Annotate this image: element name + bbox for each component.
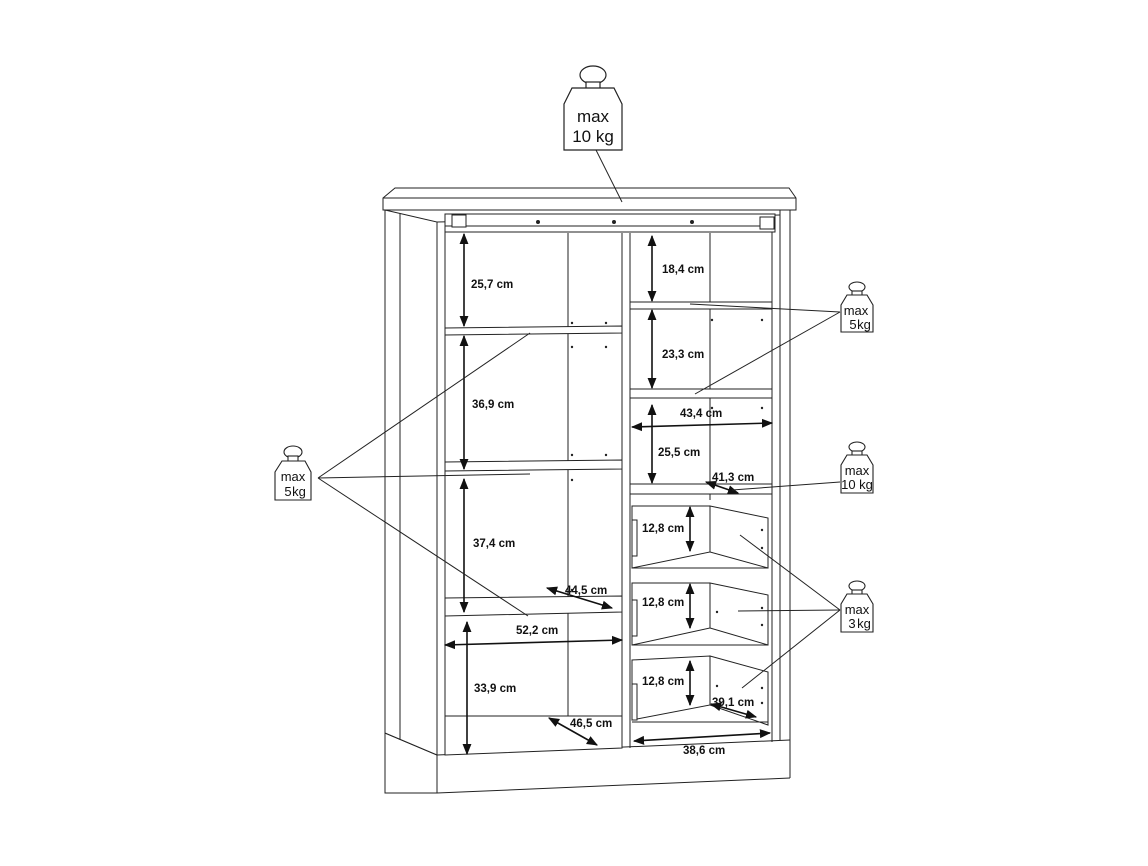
weight-middle-line1: max <box>845 463 870 478</box>
label-right-second: 23,3 cm <box>662 349 704 361</box>
weight-icon <box>274 445 312 501</box>
weight-drawers-unit: kg <box>857 616 871 631</box>
label-left-bottom-depth: 46,5 cm <box>570 718 612 730</box>
drawers <box>631 505 769 726</box>
weight-drawers: max 3 kg <box>840 580 874 633</box>
label-right-top: 18,4 cm <box>662 264 704 276</box>
weight-icon <box>563 65 623 151</box>
weight-right-unit: kg <box>857 317 871 332</box>
label-right-bottom-width: 38,6 cm <box>683 745 725 757</box>
weight-top-line2: 10 kg <box>572 127 614 146</box>
label-drawer2: 12,8 cm <box>642 597 684 609</box>
weight-icon <box>840 441 874 494</box>
left-side-panel <box>384 209 438 756</box>
label-drawer3: 12,8 cm <box>642 676 684 688</box>
arrow-drawer-depth <box>709 702 758 719</box>
arrow-left-width <box>443 635 624 650</box>
weight-top: max 10 kg <box>563 65 623 151</box>
label-right-width: 43,4 cm <box>680 408 722 420</box>
weight-middle-line2: 10 kg <box>841 477 873 492</box>
label-left-shelf3: 37,4 cm <box>473 538 515 550</box>
label-drawer-depth: 39,1 cm <box>712 697 754 709</box>
weight-icon <box>840 580 874 633</box>
label-left-shelf2: 36,9 cm <box>472 399 514 411</box>
weight-right-shelves: max 5 kg <box>840 281 874 333</box>
leader-lines <box>317 149 841 689</box>
weight-left-shelves: max 5 kg <box>274 445 312 501</box>
weight-drawers-line1: max <box>845 602 870 617</box>
label-right-depth: 41,3 cm <box>712 472 754 484</box>
label-left-shelf1: 25,7 cm <box>471 279 513 291</box>
arrow-left-depth <box>545 586 614 610</box>
arrow-right-depth <box>704 481 740 494</box>
weight-top-line1: max <box>577 107 610 126</box>
weight-right-line2: 5 <box>849 317 856 332</box>
weight-right-line1: max <box>844 303 869 318</box>
cabinet-top <box>382 187 797 211</box>
label-right-third: 25,5 cm <box>658 447 700 459</box>
arrow-left-bottom-depth <box>548 717 598 746</box>
dimension-arrows <box>443 232 774 756</box>
weight-left-line1: max <box>281 469 306 484</box>
dimension-labels: 25,7 cm 36,9 cm 37,4 cm 44,5 cm 52,2 cm … <box>471 264 754 757</box>
arrow-right-bottom-width <box>632 729 772 745</box>
weight-left-unit: kg <box>292 484 306 499</box>
weight-icon <box>840 281 874 333</box>
left-shelves <box>444 325 623 756</box>
label-left-depth: 44,5 cm <box>565 585 607 597</box>
label-drawer1: 12,8 cm <box>642 523 684 535</box>
weight-drawers-line2: 3 <box>848 616 855 631</box>
arrow-right-width <box>630 418 774 432</box>
weight-left-line2: 5 <box>284 484 291 499</box>
label-left-width: 52,2 cm <box>516 625 558 637</box>
weight-right-middle: max 10 kg <box>840 441 874 494</box>
label-left-shelf4: 33,9 cm <box>474 683 516 695</box>
